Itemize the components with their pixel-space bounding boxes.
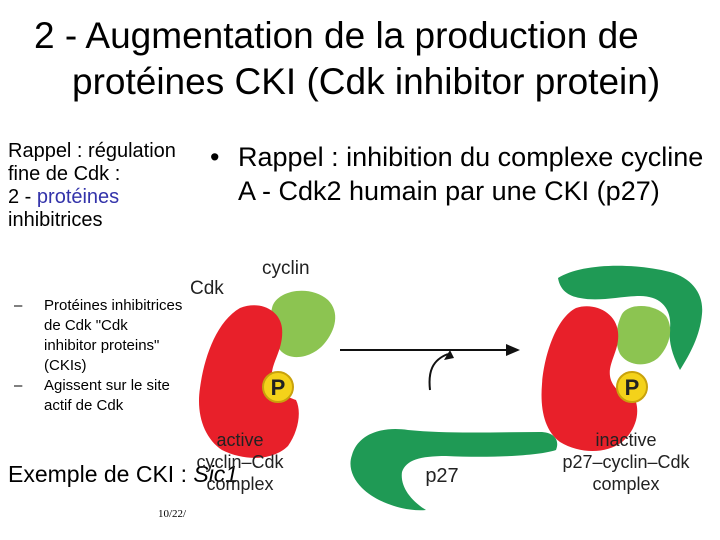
date-footer: 10/22/ [158, 508, 187, 520]
title-line-1: 2 - Augmentation de la production de [34, 15, 639, 56]
inactive-label-1: inactive [595, 430, 656, 450]
phosphate-label-left: P [271, 375, 286, 400]
phosphate-label-right: P [625, 375, 640, 400]
p27-label: p27 [425, 465, 458, 487]
example-prefix: Exemple de CKI : [8, 461, 194, 487]
active-label-1: active [216, 430, 263, 450]
example-italic: Sic1 [193, 461, 239, 487]
cdk-label: Cdk [190, 278, 224, 299]
cyclin-label: cyclin [262, 258, 310, 279]
p27-entry-arrow [428, 353, 449, 391]
dash-marker: – [14, 297, 23, 314]
sub-bullet-item: – Protéines inhibitrices de Cdk "Cdk inh… [14, 296, 184, 376]
p27-entry-arrowhead-icon [444, 350, 454, 360]
phosphate-icon-left [262, 371, 294, 403]
phosphate-icon-right [616, 371, 648, 403]
cyclin-shape-left [270, 290, 336, 358]
title-line-2: protéines CKI (Cdk inhibitor protein) [72, 61, 661, 102]
example-text: Exemple de CKI : Sic1 [8, 460, 238, 488]
inhibitor-prefix: 2 - [8, 186, 37, 208]
dash-marker: – [14, 377, 23, 394]
sub-bullet-list: – Protéines inhibitrices de Cdk "Cdk inh… [14, 296, 184, 416]
active-label-2: cyclin–Cdk [196, 452, 284, 472]
sub-bullet-item: – Agissent sur le site actif de Cdk [14, 376, 184, 416]
cyclin-shape-right [616, 305, 671, 365]
p27-shape [350, 429, 558, 511]
inhibitor-highlight: protéines [36, 186, 120, 208]
sub-bullet-text: Protéines inhibitrices de Cdk "Cdk inhib… [44, 297, 183, 374]
active-label-3: complex [206, 474, 273, 494]
arrow-head-icon [506, 344, 520, 356]
main-bullet-text: Rappel : inhibition du complexe cycline … [238, 142, 704, 206]
cki-inhibition-diagram: P cyclin Cdk active cyclin–Cdk complex p… [190, 258, 703, 511]
recap-text: Rappel : régulation fine de Cdk : [8, 140, 176, 185]
left-column: Rappel : régulation fine de Cdk : 2 - pr… [8, 140, 188, 232]
bullet-dot-icon: • [210, 142, 220, 172]
cdk-shape-left [198, 305, 299, 458]
inactive-label-3: complex [592, 474, 659, 494]
sub-bullet-text: Agissent sur le site actif de Cdk [44, 377, 170, 414]
inactive-label-2: p27–cyclin–Cdk [562, 452, 690, 472]
inhibitor-suffix: inhibitrices [8, 209, 103, 231]
cdk-shape-right [541, 306, 638, 451]
p27-shape-right [558, 265, 703, 370]
